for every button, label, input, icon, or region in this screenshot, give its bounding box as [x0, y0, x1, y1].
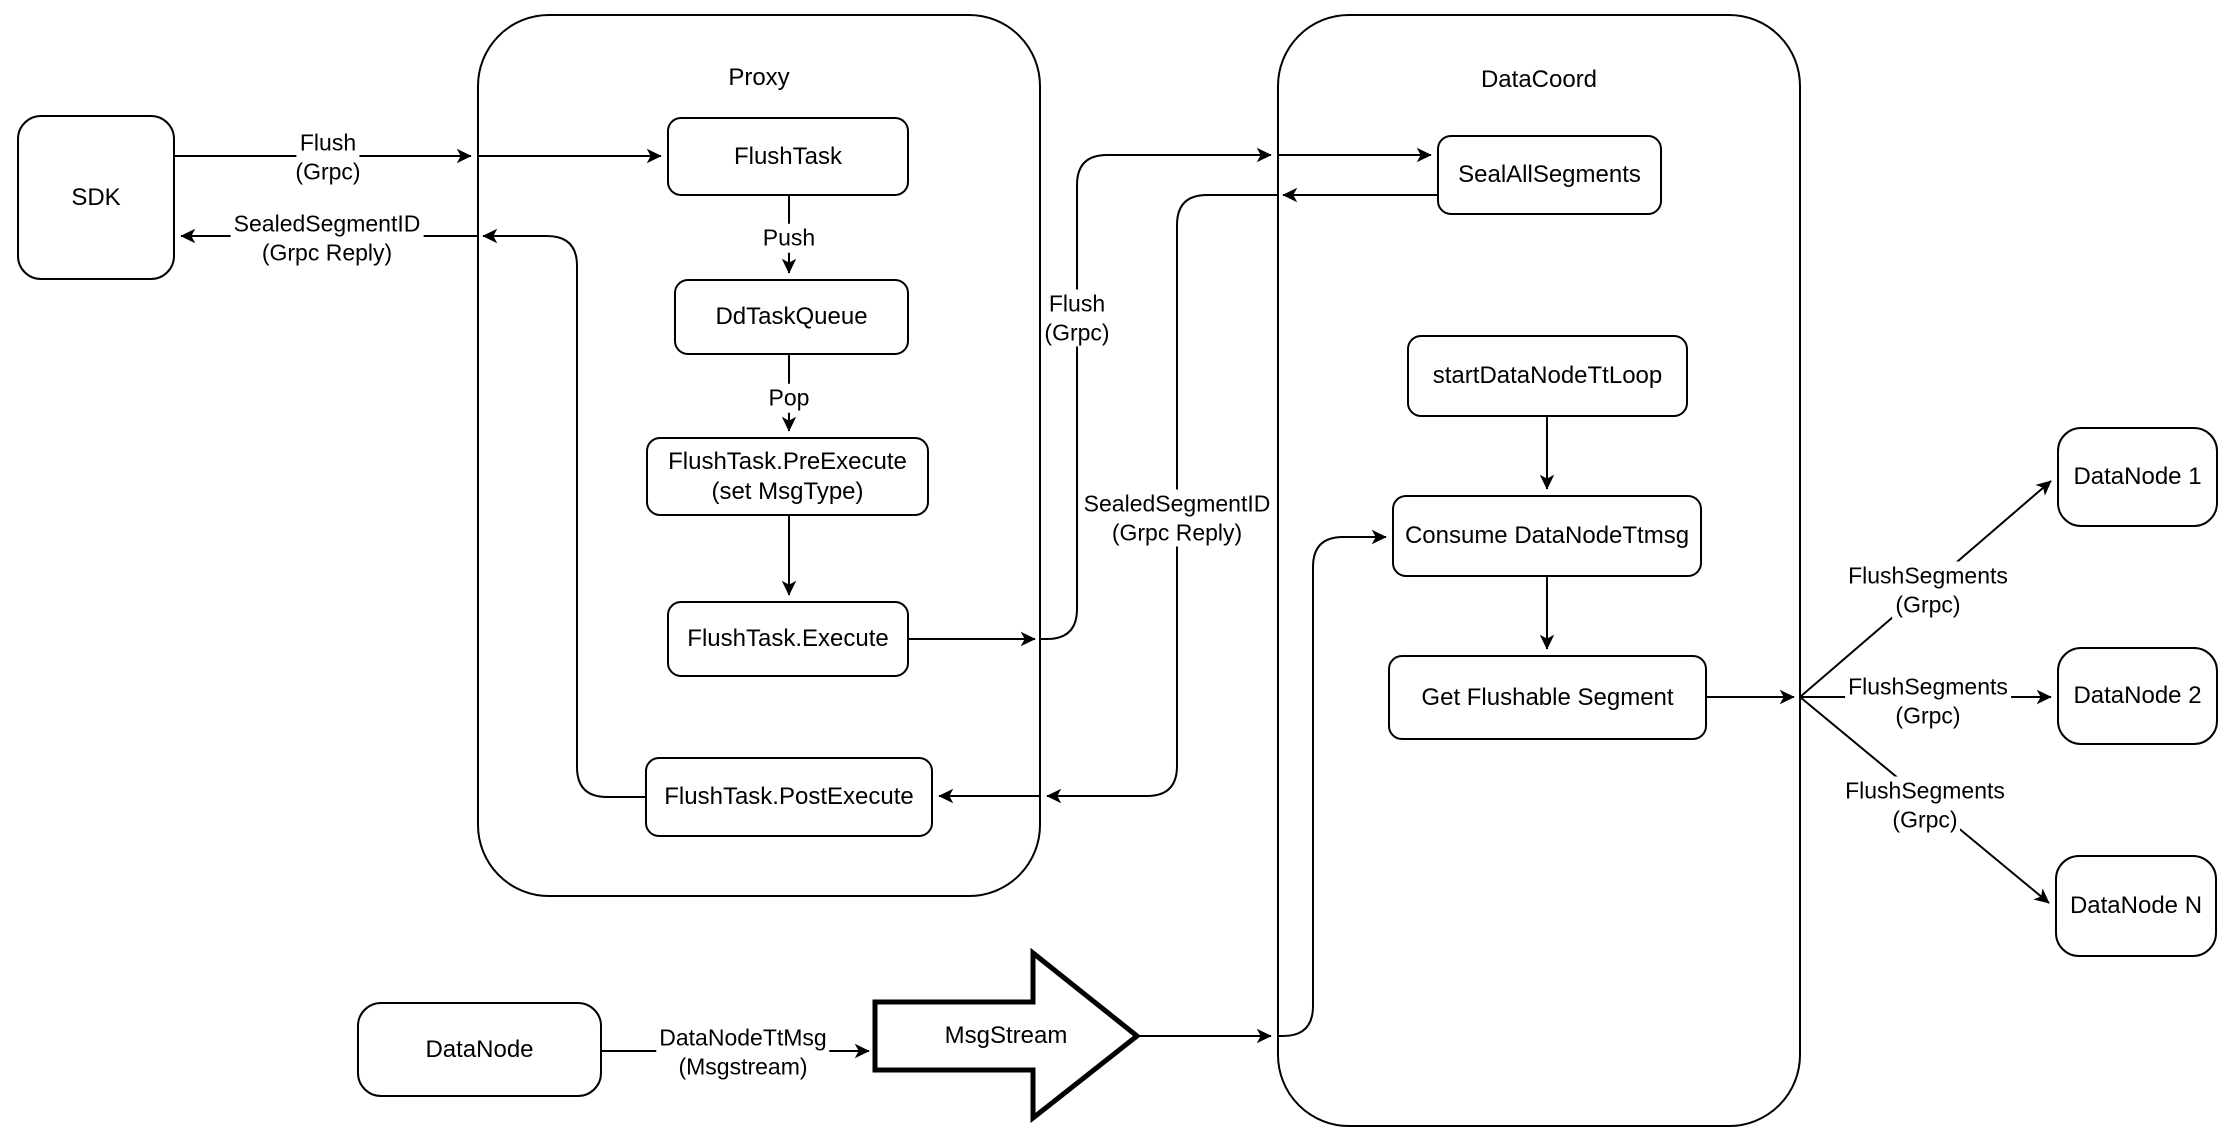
node-postexecute: FlushTask.PostExecute	[645, 757, 933, 837]
node-flushtask-label: FlushTask	[733, 142, 843, 170]
node-sealallsegments-label: SealAllSegments	[1458, 161, 1641, 189]
edge-label-line: Pop	[765, 383, 813, 413]
node-startdatanodettloop-label: startDataNodeTtLoop	[1432, 362, 1663, 390]
edge-label-line: (Grpc)	[1892, 701, 1964, 730]
node-getflushablesegment: Get Flushable Segment	[1388, 655, 1707, 740]
edge-label-line: (Grpc)	[1889, 805, 1961, 834]
node-consumedatanodettmsg-label: Consume DataNodeTtmsg	[1404, 522, 1690, 550]
container-proxy	[477, 14, 1041, 897]
node-flushtask: FlushTask	[667, 117, 909, 196]
node-ddtaskqueue: DdTaskQueue	[674, 279, 909, 355]
edge-label-line: SealedSegmentID	[230, 209, 424, 238]
edge-label-flush-grpc-mid: Flush (Grpc)	[1041, 289, 1113, 347]
edge-label-line: (Grpc)	[1892, 590, 1964, 619]
edge-label-push: Push	[759, 223, 819, 253]
edge-label-flush-grpc-sdk: Flush (Grpc)	[292, 128, 364, 186]
edge-label-line: (Grpc)	[292, 157, 364, 186]
node-datanode1: DataNode 1	[2057, 427, 2218, 527]
edge-label-line: FlushSegments	[1842, 776, 2008, 805]
edge-label-flushsegments-1: FlushSegments (Grpc)	[1845, 561, 2011, 619]
node-sealallsegments: SealAllSegments	[1437, 135, 1662, 215]
edge-label-flushsegments-2: FlushSegments (Grpc)	[1845, 672, 2011, 730]
node-datanode1-label: DataNode 1	[2073, 463, 2202, 491]
node-datanode-bottom: DataNode	[357, 1002, 602, 1097]
edge-label-line: FlushSegments	[1845, 672, 2011, 701]
node-execute: FlushTask.Execute	[667, 601, 909, 677]
edges	[175, 147, 2052, 1059]
edge-label-line: (Grpc)	[1041, 318, 1113, 347]
edge-datacoord-edge-to-consume	[1277, 529, 1387, 1037]
edge-label-pop: Pop	[765, 383, 813, 413]
edge-label-line: DataNodeTtMsg	[656, 1023, 830, 1052]
edge-label-line: Flush	[1045, 289, 1109, 318]
node-consumedatanodettmsg: Consume DataNodeTtmsg	[1392, 495, 1702, 577]
edge-label-line: Flush	[296, 128, 360, 157]
node-preexecute: FlushTask.PreExecute (set MsgType)	[646, 437, 929, 516]
node-getflushablesegment-label: Get Flushable Segment	[1421, 683, 1674, 711]
msgstream-label: MsgStream	[944, 1022, 1068, 1049]
node-preexecute-label: FlushTask.PreExecute	[668, 448, 907, 476]
node-datanoden: DataNode N	[2055, 855, 2217, 957]
edge-label-line: SealedSegmentID	[1080, 489, 1274, 518]
edge-postexecute-to-proxy-edge	[482, 228, 645, 798]
edge-label-sealedsegmentid-mid: SealedSegmentID (Grpc Reply)	[1080, 489, 1274, 547]
node-sdk: SDK	[17, 115, 175, 280]
edge-label-line: (Grpc Reply)	[1108, 518, 1246, 547]
edge-label-line: Push	[759, 223, 819, 253]
edge-label-line: (Msgstream)	[675, 1052, 811, 1081]
msgstream-arrow-shape	[872, 947, 1142, 1124]
edge-label-flushsegments-3: FlushSegments (Grpc)	[1842, 776, 2008, 834]
node-postexecute-label: FlushTask.PostExecute	[664, 783, 914, 811]
node-preexecute-sublabel: (set MsgType)	[711, 477, 864, 505]
node-datanode2: DataNode 2	[2057, 647, 2218, 745]
edge-label-sealedsegmentid-sdk: SealedSegmentID (Grpc Reply)	[230, 209, 424, 267]
container-datacoord	[1277, 14, 1801, 1127]
container-proxy-title: Proxy	[728, 64, 790, 91]
node-ddtaskqueue-label: DdTaskQueue	[715, 303, 868, 331]
edge-label-line: FlushSegments	[1845, 561, 2011, 590]
edge-label-line: (Grpc Reply)	[258, 238, 396, 267]
container-datacoord-title: DataCoord	[1480, 66, 1598, 93]
edge-proxy-to-datacoord-flush	[1041, 147, 1272, 640]
node-sdk-label: SDK	[71, 183, 121, 211]
edge-label-datanodettmsg: DataNodeTtMsg (Msgstream)	[656, 1023, 830, 1081]
node-datanoden-label: DataNode N	[2069, 892, 2203, 920]
node-datanode2-label: DataNode 2	[2073, 682, 2202, 710]
node-execute-label: FlushTask.Execute	[687, 625, 889, 653]
node-startdatanodettloop: startDataNodeTtLoop	[1407, 335, 1688, 417]
node-datanode-bottom-label: DataNode	[425, 1035, 534, 1063]
